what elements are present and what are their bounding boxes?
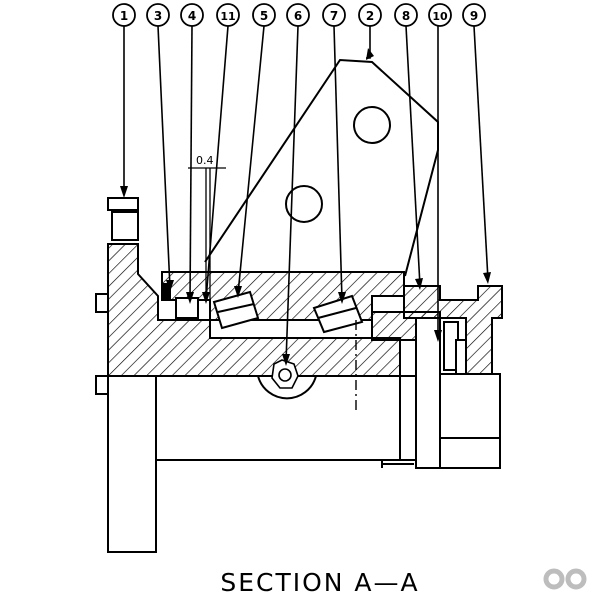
svg-text:11: 11 — [220, 10, 235, 23]
svg-text:5: 5 — [260, 9, 268, 23]
bracket-hole-upper — [353, 106, 391, 144]
svg-text:9: 9 — [470, 9, 478, 23]
balloon-3: 3 — [146, 3, 170, 27]
svg-text:2: 2 — [366, 9, 374, 23]
balloon-9: 9 — [462, 3, 486, 27]
balloon-4: 4 — [180, 3, 204, 27]
balloon-2: 2 — [358, 3, 382, 27]
svg-text:4: 4 — [188, 9, 196, 23]
svg-text:3: 3 — [154, 9, 162, 23]
svg-text:10: 10 — [432, 10, 448, 23]
infinity-logo-icon — [543, 568, 587, 590]
dimension-callout — [188, 167, 226, 300]
leader-arrowheads — [120, 48, 491, 366]
svg-text:1: 1 — [120, 9, 128, 23]
bearing-outer — [312, 294, 364, 334]
balloon-8: 8 — [394, 3, 418, 27]
balloon-6: 6 — [286, 3, 310, 27]
mounting-flange — [95, 197, 401, 553]
balloon-5: 5 — [252, 3, 276, 27]
balloon-10: 10 — [428, 3, 452, 27]
svg-text:7: 7 — [330, 9, 338, 23]
seal-ring — [175, 297, 199, 319]
bracket-plate — [204, 58, 439, 277]
spindle — [155, 375, 416, 468]
balloon-7: 7 — [322, 3, 346, 27]
grease-nipple — [271, 359, 299, 389]
locknut — [403, 285, 503, 469]
svg-text:6: 6 — [294, 9, 302, 23]
balloon-1: 1 — [112, 3, 136, 27]
bracket-hole-lower — [285, 185, 323, 223]
section-caption: SECTION A—A — [220, 568, 420, 597]
dimension-text: 0.4 — [196, 154, 214, 167]
svg-text:8: 8 — [402, 9, 410, 23]
balloon-11: 11 — [216, 3, 240, 27]
